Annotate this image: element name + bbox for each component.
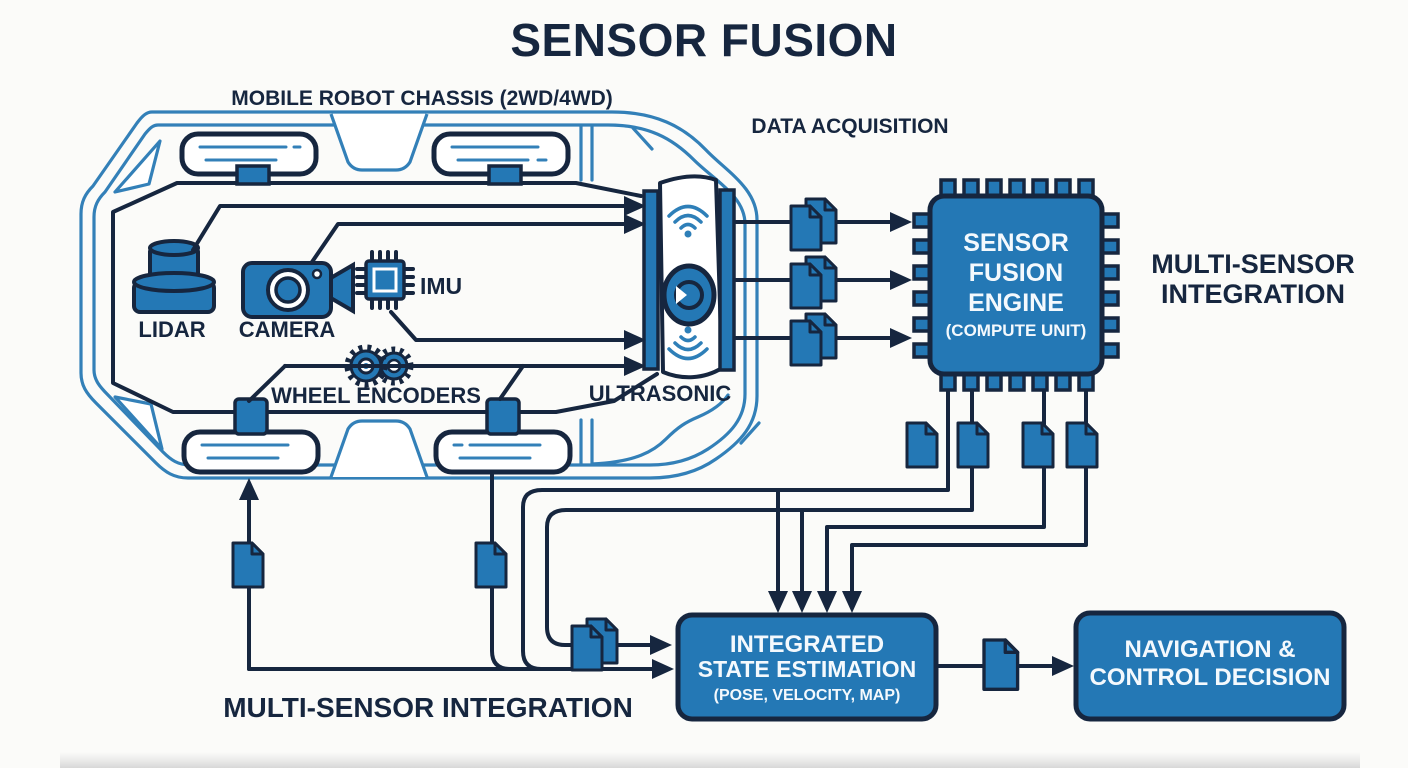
document-icon [791, 314, 836, 365]
document-icon [905, 421, 939, 469]
robot-body-inner-outline [111, 181, 659, 414]
speaker-icon [661, 263, 717, 327]
multi-sensor-bottom-label: MULTI-SENSOR INTEGRATION [223, 692, 633, 723]
wifi-waves-up-icon [667, 204, 709, 238]
document-icon [956, 421, 990, 469]
fusion-engine-text-line1: SENSOR [963, 229, 1069, 257]
document-icon [791, 257, 836, 308]
imu-chip-icon [355, 250, 415, 310]
document-icon [572, 619, 617, 670]
document-icon [1065, 421, 1099, 469]
robot-chassis-outline [79, 110, 761, 480]
fusion-engine-text-line3: ENGINE [968, 289, 1064, 317]
ultrasonic-label: ULTRASONIC [589, 381, 732, 406]
bottom-edge-shadow [60, 752, 1360, 768]
fusion-engine-text-line4: (COMPUTE UNIT) [946, 321, 1087, 340]
top-wheel-well-notch [329, 113, 429, 172]
corner-detail-bottom-left [113, 395, 164, 451]
wifi-waves-down-icon [667, 326, 709, 361]
camera-icon [241, 261, 355, 319]
wheel-bottom-left [181, 429, 321, 475]
page-title: SENSOR FUSION [510, 14, 897, 66]
corner-detail-bottom-right [739, 421, 761, 445]
wheel-encoders-label: WHEEL ENCODERS [271, 383, 481, 408]
navigation-text-line1: NAVIGATION & [1124, 636, 1295, 663]
multi-sensor-side-label-line1: MULTI-SENSOR [1151, 249, 1355, 279]
document-icon [791, 199, 836, 250]
wheel-bottom-right [433, 429, 573, 475]
sensor-wires [191, 196, 646, 403]
wheel-mount-top-right [487, 164, 523, 186]
camera-label: CAMERA [239, 317, 336, 342]
corner-detail-top-right [631, 126, 654, 151]
navigation-box: NAVIGATION & CONTROL DECISION [1073, 610, 1347, 722]
state-estimation-text-line2: STATE ESTIMATION [698, 656, 917, 682]
wheel-mount-bottom-right [485, 397, 521, 436]
document-icon [1021, 421, 1055, 469]
lidar-label: LIDAR [138, 317, 205, 342]
lidar-icon [132, 239, 216, 314]
data-acquisition-label: DATA ACQUISITION [751, 115, 948, 138]
chassis-label: MOBILE ROBOT CHASSIS (2WD/4WD) [231, 87, 613, 110]
state-estimation-text-line1: INTEGRATED [730, 631, 884, 658]
navigation-text-line2: CONTROL DECISION [1090, 664, 1331, 691]
imu-label: IMU [420, 273, 462, 299]
state-estimation-text-line3: (POSE, VELOCITY, MAP) [714, 687, 901, 704]
wheel-mount-bottom-left [233, 397, 269, 436]
wheels [179, 131, 573, 475]
fusion-engine-text-line2: FUSION [969, 259, 1063, 287]
bottom-wheel-well-notch [329, 419, 429, 478]
state-estimation-box: INTEGRATED STATE ESTIMATION (POSE, VELOC… [675, 612, 939, 722]
document-icon [474, 541, 508, 589]
ultrasonic-sensor-icon [642, 174, 736, 380]
sensor-fusion-engine-chip: SENSOR FUSION ENGINE (COMPUTE UNIT) [912, 178, 1120, 392]
document-icon [231, 541, 265, 589]
wheel-mount-top-left [235, 164, 271, 186]
document-icon [982, 638, 1020, 691]
corner-detail-top-left [113, 139, 162, 194]
multi-sensor-side-label-line2: INTEGRATION [1161, 279, 1345, 309]
